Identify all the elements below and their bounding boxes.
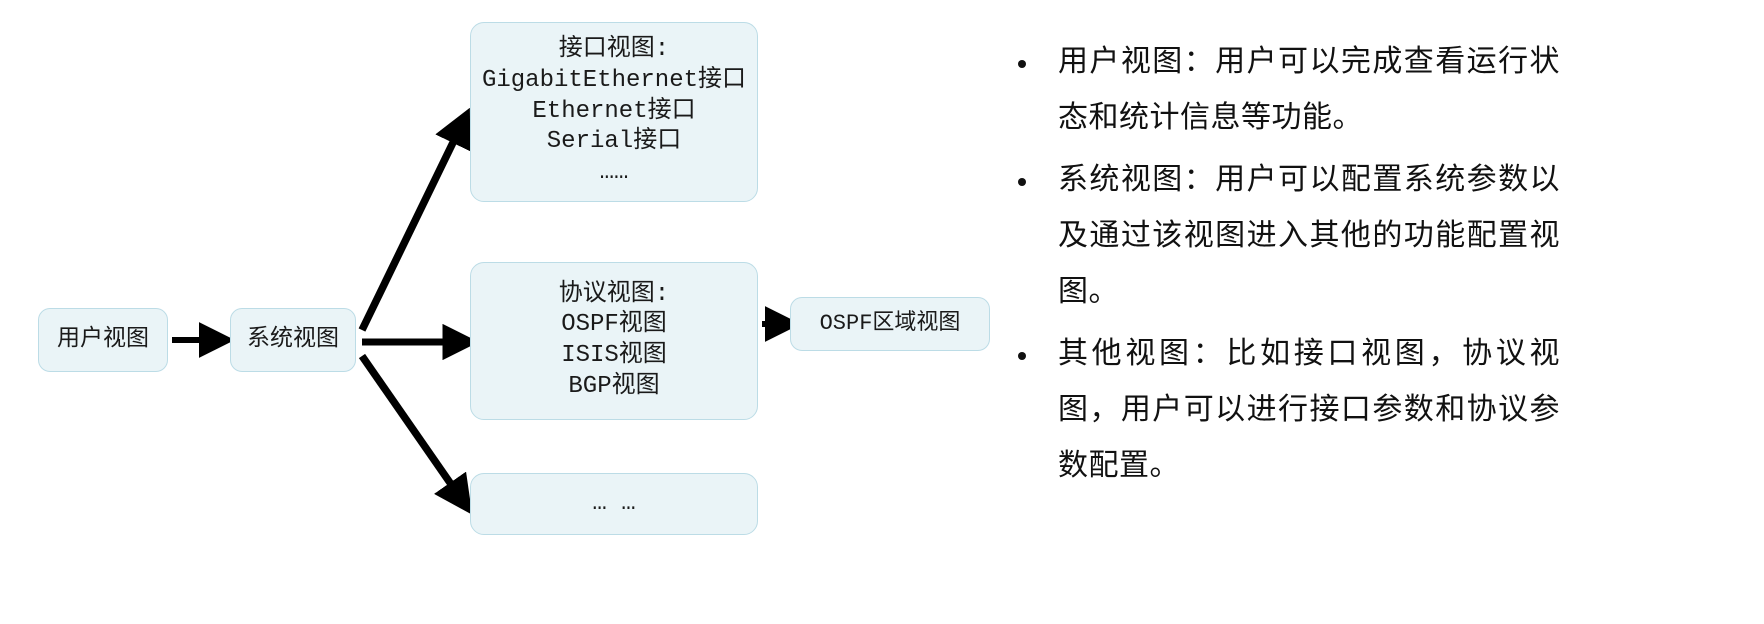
note-text-2: 系统视图：用户可以配置系统参数以及通过该视图进入其他的功能配置视图。: [1058, 163, 1560, 308]
node-protocol-view[interactable]: 协议视图: OSPF视图 ISIS视图 BGP视图: [470, 262, 758, 420]
arrow-system-to-other: [358, 353, 473, 515]
list-item: 系统视图：用户可以配置系统参数以及通过该视图进入其他的功能配置视图。: [1000, 152, 1560, 320]
node-other-view[interactable]: … …: [470, 473, 758, 535]
interface-view-line-5: ……: [599, 159, 629, 187]
note-text-1: 用户视图：用户可以完成查看运行状态和统计信息等功能。: [1058, 45, 1560, 134]
interface-view-line-4: Serial接口: [546, 128, 682, 156]
node-system-view[interactable]: 系统视图: [230, 308, 356, 372]
protocol-view-line-2: OSPF视图: [561, 311, 667, 339]
node-ospf-area-view-label: OSPF区域视图: [819, 310, 961, 336]
node-system-view-label: 系统视图: [247, 326, 339, 353]
bullet-dot-icon: [1018, 60, 1026, 68]
interface-view-line-1: 接口视图:: [558, 36, 670, 64]
list-item: 其他视图：比如接口视图，协议视图，用户可以进行接口参数和协议参数配置。: [1000, 326, 1560, 494]
node-user-view[interactable]: 用户视图: [38, 308, 168, 372]
protocol-view-line-3: ISIS视图: [561, 342, 667, 369]
node-other-view-label: … …: [592, 489, 636, 517]
arrow-system-to-interface: [358, 107, 471, 332]
list-item: 用户视图：用户可以完成查看运行状态和统计信息等功能。: [1000, 34, 1560, 146]
protocol-view-line-4: BGP视图: [568, 372, 660, 400]
interface-view-line-3: Ethernet接口: [532, 97, 696, 125]
interface-view-line-2: GigabitEthernet接口: [481, 66, 747, 94]
note-text-3: 其他视图：比如接口视图，协议视图，用户可以进行接口参数和协议参数配置。: [1058, 337, 1560, 482]
bullet-dot-icon: [1018, 178, 1026, 186]
node-ospf-area-view[interactable]: OSPF区域视图: [790, 297, 990, 351]
node-interface-view[interactable]: 接口视图: GigabitEthernet接口 Ethernet接口 Seria…: [470, 22, 758, 202]
bullet-dot-icon: [1018, 352, 1026, 360]
node-user-view-label: 用户视图: [57, 326, 149, 353]
protocol-view-line-1: 协议视图:: [558, 280, 670, 308]
notes-list: 用户视图：用户可以完成查看运行状态和统计信息等功能。 系统视图：用户可以配置系统…: [1000, 34, 1560, 500]
